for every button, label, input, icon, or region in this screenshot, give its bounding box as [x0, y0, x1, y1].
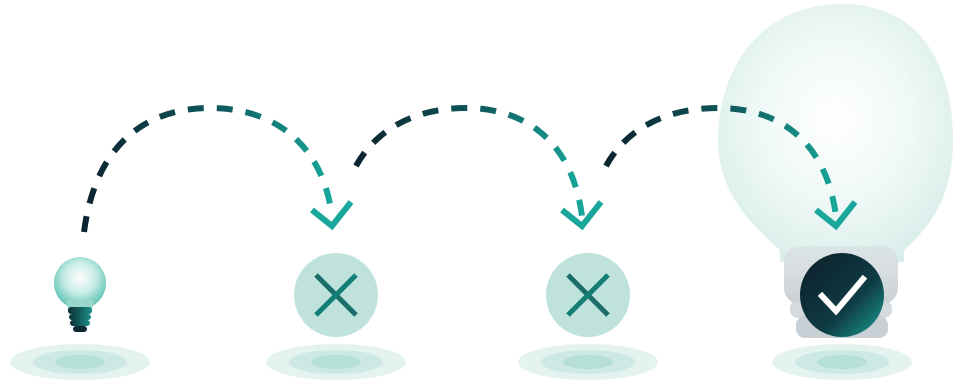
- dashed-arrow-2: [356, 108, 601, 226]
- dashed-arrow-1: [84, 108, 351, 232]
- fail-step-1: [294, 253, 378, 337]
- floor-disc-4: [772, 344, 912, 380]
- floor-disc-3: [518, 344, 658, 380]
- small-lightbulb-icon: [54, 257, 106, 332]
- fail-step-2: [546, 253, 630, 337]
- arrowhead-icon: [312, 202, 351, 226]
- success-step: [800, 253, 884, 337]
- floor-disc-2: [266, 344, 406, 380]
- floor-disc-1: [10, 344, 150, 380]
